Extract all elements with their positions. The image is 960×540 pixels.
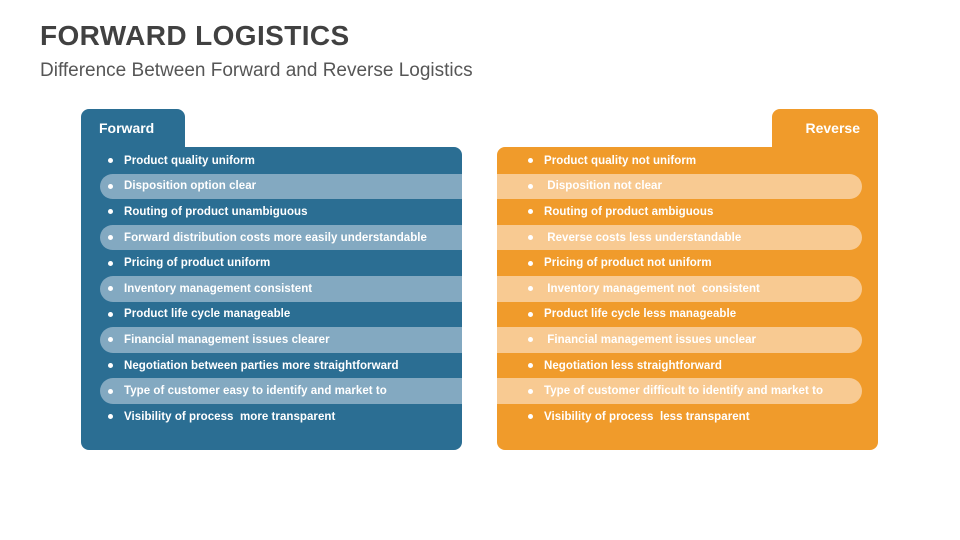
bullet-icon	[528, 158, 533, 164]
bullet-icon	[528, 337, 533, 343]
list-item[interactable]: Negotiation less straightforward	[497, 353, 878, 379]
list-reverse: Product quality not uniform Disposition …	[497, 147, 878, 430]
page-subtitle: Difference Between Forward and Reverse L…	[40, 60, 473, 81]
list-item-label: Product life cycle manageable	[124, 308, 291, 321]
list-item-label: Visibility of process less transparent	[544, 410, 750, 423]
bullet-icon	[108, 209, 113, 215]
list-item-label: Pricing of product not uniform	[544, 257, 712, 270]
bullet-icon	[108, 183, 113, 189]
bullet-icon	[528, 183, 533, 189]
panel-tab-reverse[interactable]: Reverse	[772, 109, 878, 147]
list-item[interactable]: Product quality not uniform	[497, 148, 878, 174]
bullet-icon	[528, 414, 533, 420]
list-item-label: Negotiation less straightforward	[544, 359, 722, 372]
list-item-label: Product quality uniform	[124, 154, 255, 167]
list-item[interactable]: Product quality uniform	[81, 148, 462, 174]
list-item-label: Inventory management consistent	[124, 282, 313, 295]
bullet-icon	[528, 311, 533, 317]
panel-tab-forward-label: Forward	[99, 120, 155, 136]
list-item[interactable]: Reverse costs less understandable	[497, 224, 878, 251]
list-item[interactable]: Inventory management not consistent	[497, 275, 878, 302]
bullet-icon	[108, 158, 113, 164]
list-item[interactable]: Product life cycle less manageable	[497, 302, 878, 328]
panel-body-reverse: Product quality not uniform Disposition …	[497, 147, 878, 450]
panel-tab-reverse-label: Reverse	[805, 120, 861, 136]
bullet-icon	[108, 260, 113, 266]
bullet-icon	[108, 311, 113, 317]
list-item[interactable]: Routing of product unambiguous	[81, 199, 462, 225]
list-item-label: Routing of product ambiguous	[544, 205, 714, 218]
list-item[interactable]: Visibility of process less transparent	[497, 404, 878, 430]
list-item[interactable]: Type of customer difficult to identify a…	[497, 378, 878, 404]
list-item-label: Negotiation between parties more straigh…	[124, 359, 399, 372]
page-title: FORWARD LOGISTICS	[40, 20, 350, 51]
list-item-label: Reverse costs less understandable	[544, 231, 742, 244]
list-item[interactable]: Financial management issues clearer	[81, 327, 462, 353]
bullet-icon	[528, 286, 533, 292]
list-item[interactable]: Financial management issues unclear	[497, 327, 878, 353]
panel-tab-forward[interactable]: Forward	[81, 109, 185, 147]
list-item[interactable]: Forward distribution costs more easily u…	[81, 224, 462, 251]
list-item-label: Visibility of process more transparent	[124, 410, 336, 423]
bullet-icon	[528, 363, 533, 369]
list-item[interactable]: Disposition option clear	[81, 173, 462, 200]
list-item[interactable]: Product life cycle manageable	[81, 302, 462, 328]
bullet-icon	[528, 209, 533, 215]
list-item[interactable]: Type of customer easy to identify and ma…	[81, 378, 462, 404]
list-item-label: Routing of product unambiguous	[124, 205, 308, 218]
list-item[interactable]: Routing of product ambiguous	[497, 199, 878, 225]
bullet-icon	[108, 235, 113, 241]
list-item-label: Product quality not uniform	[544, 154, 697, 167]
bullet-icon	[108, 337, 113, 343]
bullet-icon	[528, 235, 533, 241]
list-item[interactable]: Disposition not clear	[497, 173, 878, 200]
list-item-label: Disposition not clear	[544, 180, 663, 193]
list-item[interactable]: Pricing of product uniform	[81, 250, 462, 276]
list-item[interactable]: Inventory management consistent	[81, 275, 462, 302]
list-item[interactable]: Visibility of process more transparent	[81, 404, 462, 430]
list-item-label: Pricing of product uniform	[124, 257, 271, 270]
list-item-label: Product life cycle less manageable	[544, 308, 737, 321]
list-item-label: Financial management issues clearer	[124, 333, 330, 346]
list-item-label: Financial management issues unclear	[544, 333, 757, 346]
list-item[interactable]: Pricing of product not uniform	[497, 250, 878, 276]
list-item-label: Type of customer easy to identify and ma…	[124, 385, 387, 398]
list-item-label: Inventory management not consistent	[544, 282, 760, 295]
bullet-icon	[108, 388, 113, 394]
bullet-icon	[108, 286, 113, 292]
list-item-label: Disposition option clear	[124, 180, 257, 193]
list-item-label: Forward distribution costs more easily u…	[124, 231, 427, 244]
bullet-icon	[108, 414, 113, 420]
bullet-icon	[528, 388, 533, 394]
list-item-label: Type of customer difficult to identify a…	[544, 385, 824, 398]
bullet-icon	[108, 363, 113, 369]
bullet-icon	[528, 260, 533, 266]
list-item[interactable]: Negotiation between parties more straigh…	[81, 353, 462, 379]
